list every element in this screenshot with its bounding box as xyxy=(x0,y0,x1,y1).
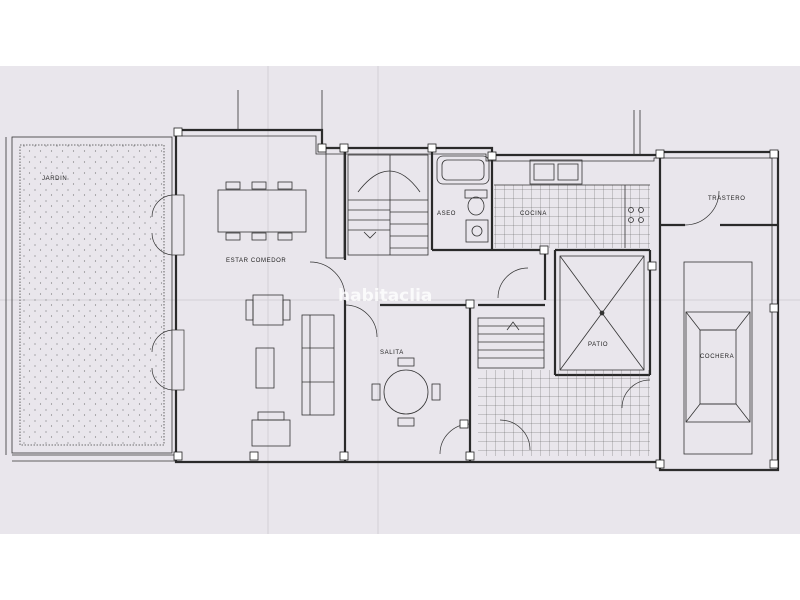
bathroom-fixtures xyxy=(436,155,490,243)
staircase-top xyxy=(347,154,429,256)
hall-tiles xyxy=(478,370,650,456)
lower-stairs xyxy=(477,317,545,369)
garden-area xyxy=(5,136,176,462)
watermark: habitaclia xyxy=(338,286,432,306)
label-estar-comedor: ESTAR COMEDOR xyxy=(226,258,286,264)
label-trastero: TRASTERO xyxy=(708,196,745,202)
patio xyxy=(559,255,645,371)
salita-table xyxy=(371,357,441,427)
kitchen xyxy=(494,159,650,248)
outer-walls xyxy=(174,90,780,472)
label-aseo: ASEO xyxy=(437,211,456,217)
label-cochera: COCHERA xyxy=(700,354,734,360)
dining-table xyxy=(217,181,307,241)
car-outline xyxy=(683,261,753,455)
garden-doors xyxy=(151,194,185,391)
label-jardin: JARDIN xyxy=(42,176,67,182)
label-cocina: COCINA xyxy=(520,211,547,217)
living-furniture xyxy=(245,147,345,447)
wall-markers xyxy=(173,127,779,469)
label-salita: SALITA xyxy=(380,350,404,356)
label-patio: PATIO xyxy=(588,342,608,348)
